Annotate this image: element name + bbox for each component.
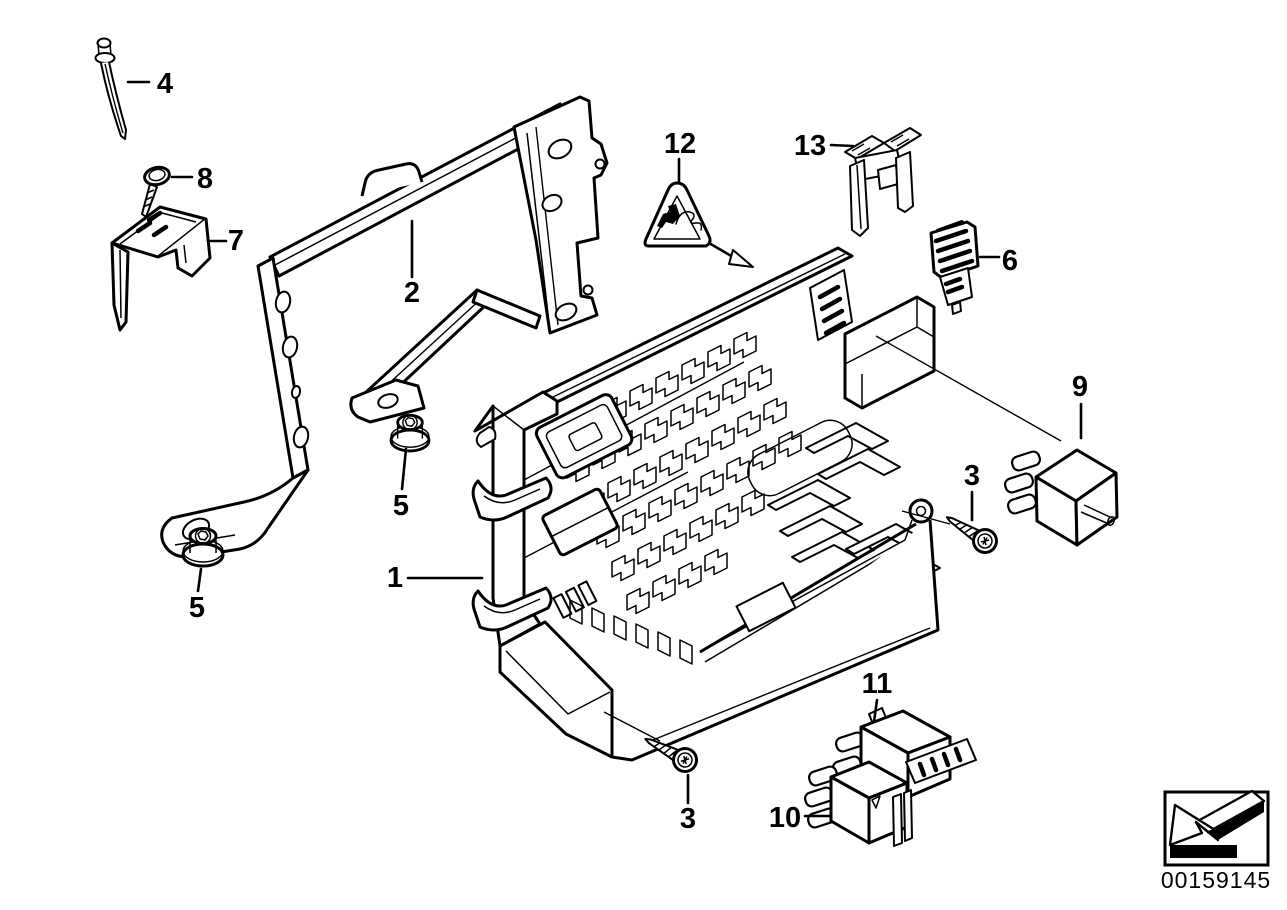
- callout-7-label: 7: [228, 225, 244, 257]
- part-8-screw: [141, 165, 171, 218]
- callout-6-label: 6: [1002, 245, 1018, 277]
- vent-grille: [809, 269, 853, 341]
- callout-9-label: 9: [1072, 371, 1088, 403]
- callout-8-label: 8: [197, 163, 213, 195]
- callout-5-lower-label: 5: [189, 592, 205, 624]
- part-2-mounting-bracket: [160, 95, 609, 559]
- lower-compartment: [498, 620, 614, 759]
- page-turn-arrow-icon: [1168, 789, 1266, 858]
- callout-12-label: 12: [664, 128, 696, 160]
- part-1-fuse-box: [471, 246, 941, 762]
- part-5-hex-nut-upper: [389, 413, 431, 453]
- part-12-warning-label: [643, 181, 754, 268]
- warning-triangle-icon: [643, 181, 712, 248]
- callout-4-label: 4: [157, 68, 173, 100]
- part-5-hex-nut-lower: [181, 527, 225, 568]
- leader-5-upper: [400, 447, 408, 491]
- leader-5-lower: [196, 567, 203, 593]
- big-relay-socket: [843, 295, 936, 410]
- callout-5-upper-label: 5: [393, 490, 409, 522]
- screw-bottom-position-line: [603, 711, 661, 742]
- relay-9-position-line: [875, 335, 1062, 442]
- part-number: 00159145: [1161, 867, 1271, 893]
- part-10-relay: [802, 760, 913, 847]
- part-7-bracket-clip: [110, 205, 212, 332]
- part-4-cable-strap: [94, 37, 127, 140]
- callout-11-label: 11: [862, 668, 893, 700]
- secondary-block: [541, 487, 619, 557]
- screw-right-position-line: [901, 510, 951, 525]
- mini-fuse-slots: [552, 580, 598, 619]
- part-11-relay: [830, 707, 977, 799]
- leader-11: [872, 698, 879, 724]
- part-9-relay: [1002, 448, 1119, 547]
- cable-loop: [747, 419, 853, 497]
- footer-stamp: 00159145: [1161, 789, 1271, 893]
- bottom-terminal-row: [569, 599, 693, 665]
- part-13-fuse-puller: [844, 127, 922, 237]
- callout-3-bottom-label: 3: [680, 803, 696, 835]
- callout-1-label: 1: [387, 562, 403, 594]
- bottom-tray: [611, 498, 940, 762]
- callout-3-right-label: 3: [964, 460, 980, 492]
- callout-13-label: 13: [794, 130, 826, 162]
- main-connector-block: [534, 393, 634, 480]
- callout-2-label: 2: [404, 277, 420, 309]
- callout-10-label: 10: [769, 802, 801, 834]
- leader-13: [829, 143, 855, 148]
- pointer-arrowhead: [728, 249, 754, 268]
- part-6-plug-connector: [929, 220, 980, 315]
